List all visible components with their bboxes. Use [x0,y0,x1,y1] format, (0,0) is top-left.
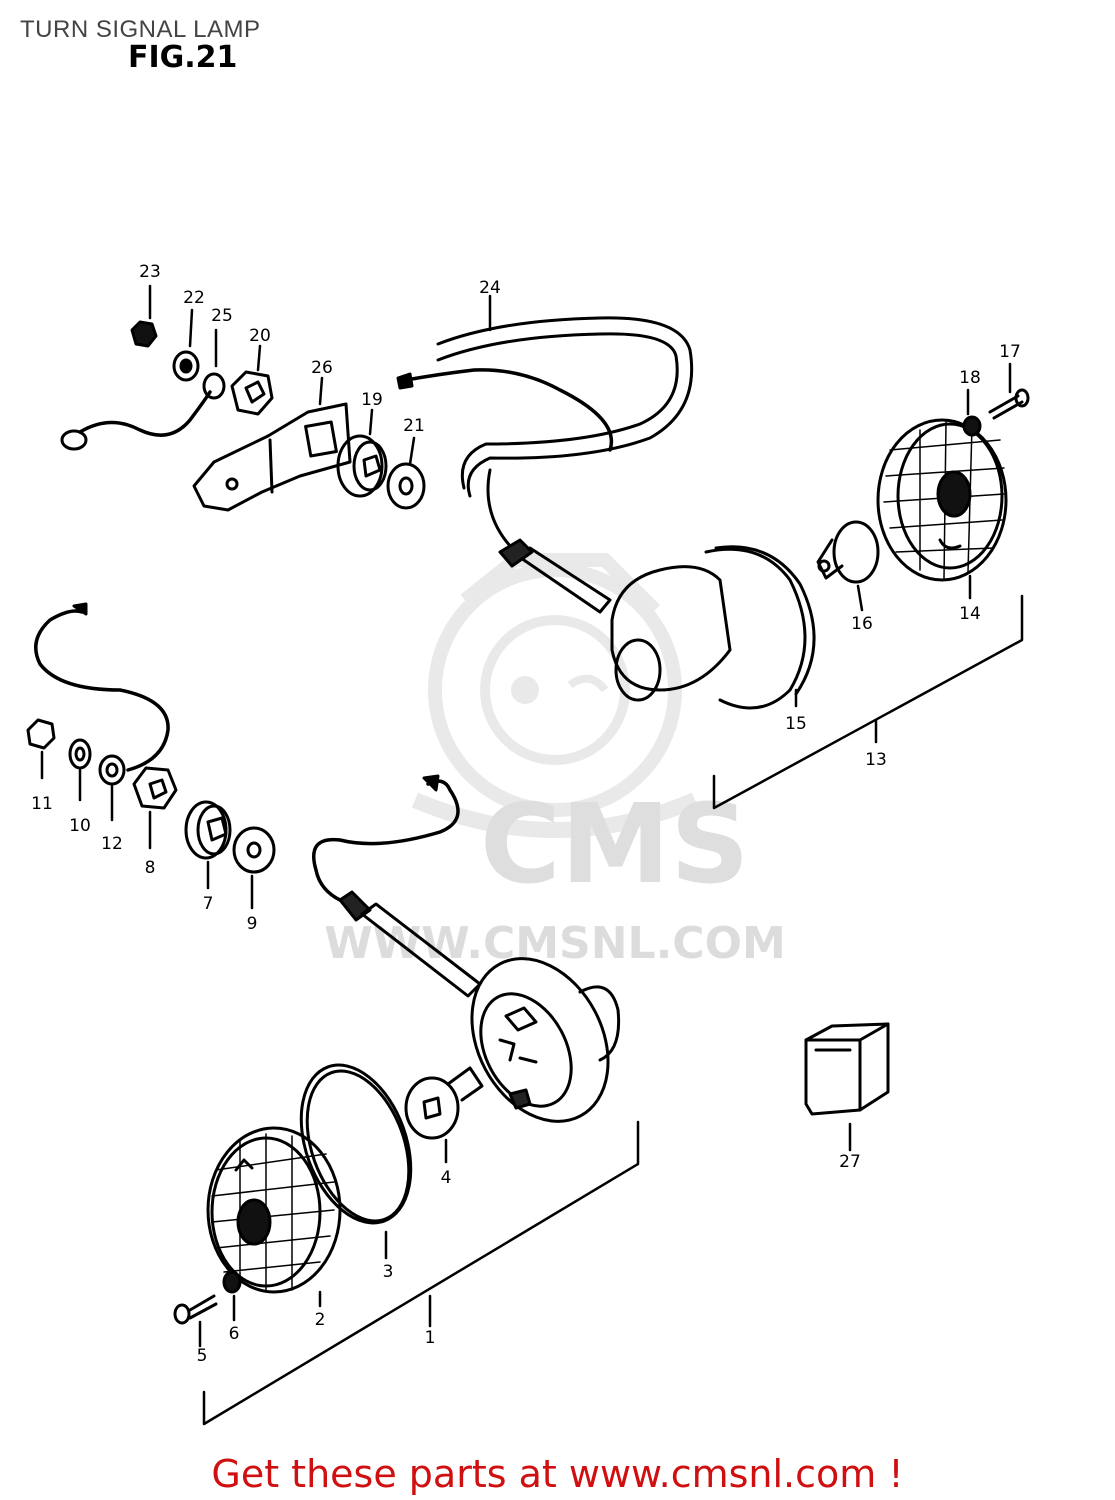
callout-21: 21 [403,416,425,436]
callout-19: 19 [361,390,383,410]
callout-3: 3 [382,1262,394,1282]
terminal-25 [202,372,226,400]
callout-26: 26 [311,358,333,378]
callout-27: 27 [839,1152,861,1172]
lamp-housing-13 [498,538,816,710]
watermark-brand-text: CMS [480,780,750,908]
grommet-7 [184,800,232,860]
wire-lamp-lower [312,779,460,902]
callout-20: 20 [249,326,271,346]
callout-22: 22 [183,288,205,308]
screw-17 [988,388,1030,420]
page-title: TURN SIGNAL LAMP [20,16,261,43]
callout-18: 18 [959,368,981,388]
callout-8: 8 [144,858,156,878]
callout-2: 2 [314,1310,326,1330]
grommet-19 [336,434,388,498]
washer-22 [172,350,200,382]
callout-11: 11 [31,794,53,814]
callout-24: 24 [479,278,501,298]
callout-25: 25 [211,306,233,326]
wire-lower [34,609,170,772]
washer-18 [962,415,982,437]
callout-7: 7 [202,894,214,914]
ground-wire-25 [78,390,212,437]
callout-6: 6 [228,1324,240,1344]
lens-2 [206,1126,342,1294]
terminal-12 [98,754,126,786]
bracket-26 [192,402,352,512]
nut-23 [130,320,158,348]
washer-10 [68,738,92,770]
lamp-housing-1 [338,890,621,1123]
washer-21 [386,462,426,510]
hose-24 [436,316,694,498]
callout-16: 16 [851,614,873,634]
screw-5 [173,1294,218,1325]
callout-10: 10 [69,816,91,836]
callout-12: 12 [101,834,123,854]
washer-6 [222,1270,242,1294]
callout-5: 5 [196,1346,208,1366]
gasket-3 [299,1063,413,1225]
callout-13: 13 [865,750,887,770]
callout-17: 17 [999,342,1021,362]
nut-8 [132,766,178,810]
relay-27 [804,1022,890,1116]
callout-4: 4 [440,1168,452,1188]
nut-20 [230,370,274,416]
callout-9: 9 [246,914,258,934]
bulb-4 [404,1066,484,1140]
figure-label: FIG.21 [128,40,238,75]
lens-14 [876,418,1008,582]
nut-11 [26,718,56,750]
callout-15: 15 [785,714,807,734]
bulb-16 [816,520,880,584]
washer-9 [232,826,276,874]
callout-14: 14 [959,604,981,624]
callout-1: 1 [424,1328,436,1348]
callout-23: 23 [139,262,161,282]
footer-parts-link[interactable]: Get these parts at www.cmsnl.com ! [211,1452,904,1496]
